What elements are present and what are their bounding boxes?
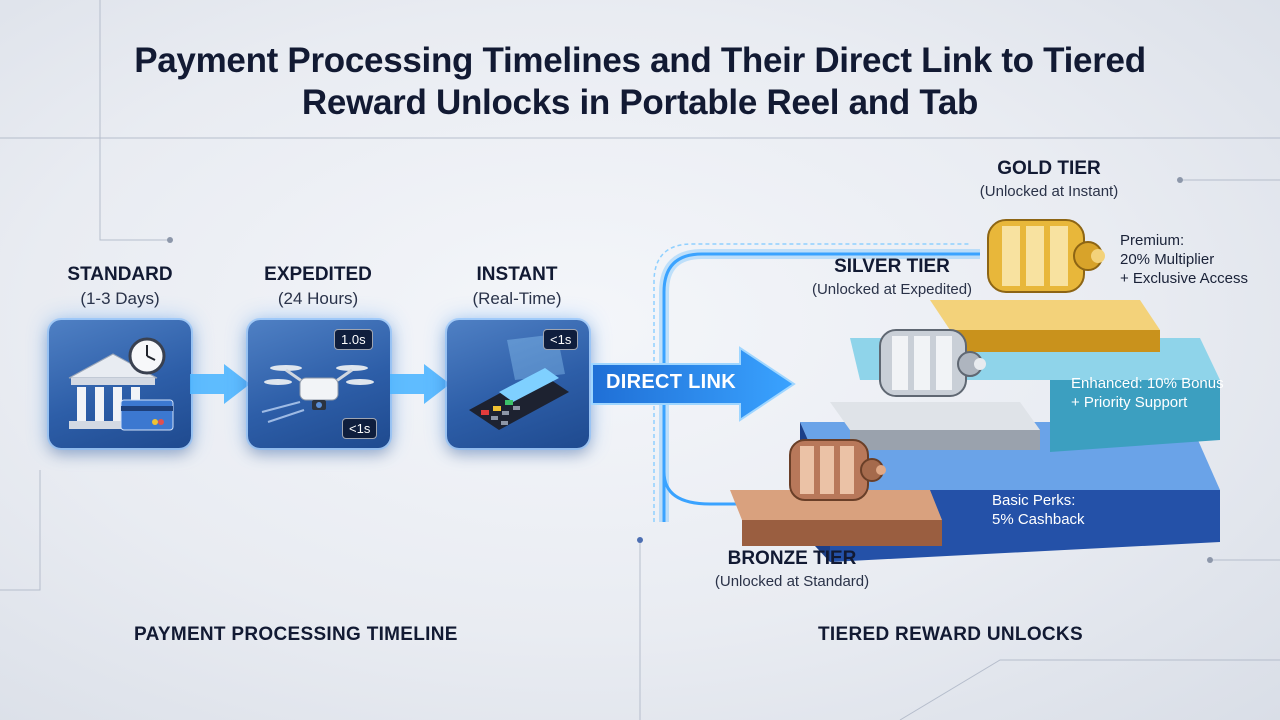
- flow-arrow: [390, 364, 450, 404]
- bronze-perk: Basic Perks: 5% Cashback: [992, 492, 1132, 530]
- gold-perk: Premium: 20% Multiplier + Exclusive Acce…: [1120, 232, 1270, 288]
- speed-badge: <1s: [543, 329, 579, 350]
- bank-clock-card-icon: [68, 337, 174, 431]
- flow-arrow: [190, 364, 250, 404]
- speed-badge: <1s: [342, 418, 378, 439]
- step-duration: (1-3 Days): [80, 289, 160, 308]
- direct-link-label: DIRECT LINK: [606, 371, 736, 393]
- instant-step-card: <1s: [447, 320, 589, 448]
- silver-reel-icon: [879, 329, 986, 397]
- gold-reel-icon: [987, 219, 1105, 293]
- step-duration: (24 Hours): [277, 289, 359, 308]
- step-name: EXPEDITED: [264, 264, 372, 285]
- drone-icon: [261, 365, 374, 423]
- title-line-2: Reward Unlocks in Portable Reel and Tab: [301, 83, 979, 122]
- perk-line: + Exclusive Access: [1120, 269, 1248, 287]
- direct-link-arrow: [591, 346, 796, 422]
- step-name: STANDARD: [67, 264, 173, 285]
- standard-step-card: [49, 320, 191, 448]
- rewards-section-label: TIERED REWARD UNLOCKS: [818, 624, 1083, 645]
- timeline-section-label: PAYMENT PROCESSING TIMELINE: [134, 624, 458, 645]
- perk-line: + Priority Support: [1071, 393, 1188, 411]
- tier-unlock-condition: (Unlocked at Expedited): [811, 281, 973, 298]
- tier-name: SILVER TIER: [834, 256, 950, 277]
- silver-perk: Enhanced: 10% Bonus + Priority Support: [1071, 375, 1241, 413]
- direct-link-connector: [653, 243, 980, 523]
- perk-line: Basic Perks:: [992, 492, 1076, 509]
- tier-name: BRONZE TIER: [727, 548, 857, 569]
- perk-line: Enhanced: 10% Bonus: [1071, 375, 1224, 392]
- expedited-step-card: 1.0s <1s: [248, 320, 390, 448]
- silver-tier-label: SILVER TIER (Unlocked at Expedited): [792, 256, 992, 298]
- step-name: INSTANT: [476, 264, 558, 285]
- bronze-reel-icon: [789, 439, 886, 501]
- step-label-expedited: EXPEDITED (24 Hours): [218, 264, 418, 309]
- speed-badge: 1.0s: [334, 329, 373, 350]
- tier-name: GOLD TIER: [997, 158, 1101, 179]
- tier-unlock-condition: (Unlocked at Instant): [979, 183, 1119, 200]
- gold-tier-label: GOLD TIER (Unlocked at Instant): [944, 158, 1154, 200]
- tier-unlock-condition: (Unlocked at Standard): [714, 573, 870, 590]
- bronze-tier-label: BRONZE TIER (Unlocked at Standard): [692, 548, 892, 590]
- step-label-standard: STANDARD (1-3 Days): [20, 264, 220, 309]
- perk-line: 5% Cashback: [992, 510, 1085, 528]
- step-label-instant: INSTANT (Real-Time): [417, 264, 617, 309]
- title-line-1: Payment Processing Timelines and Their D…: [134, 41, 1146, 80]
- step-duration: (Real-Time): [472, 289, 562, 308]
- perk-line: 20% Multiplier: [1120, 250, 1215, 268]
- perk-line: Premium:: [1120, 232, 1185, 249]
- page-title: Payment Processing Timelines and Their D…: [0, 40, 1280, 124]
